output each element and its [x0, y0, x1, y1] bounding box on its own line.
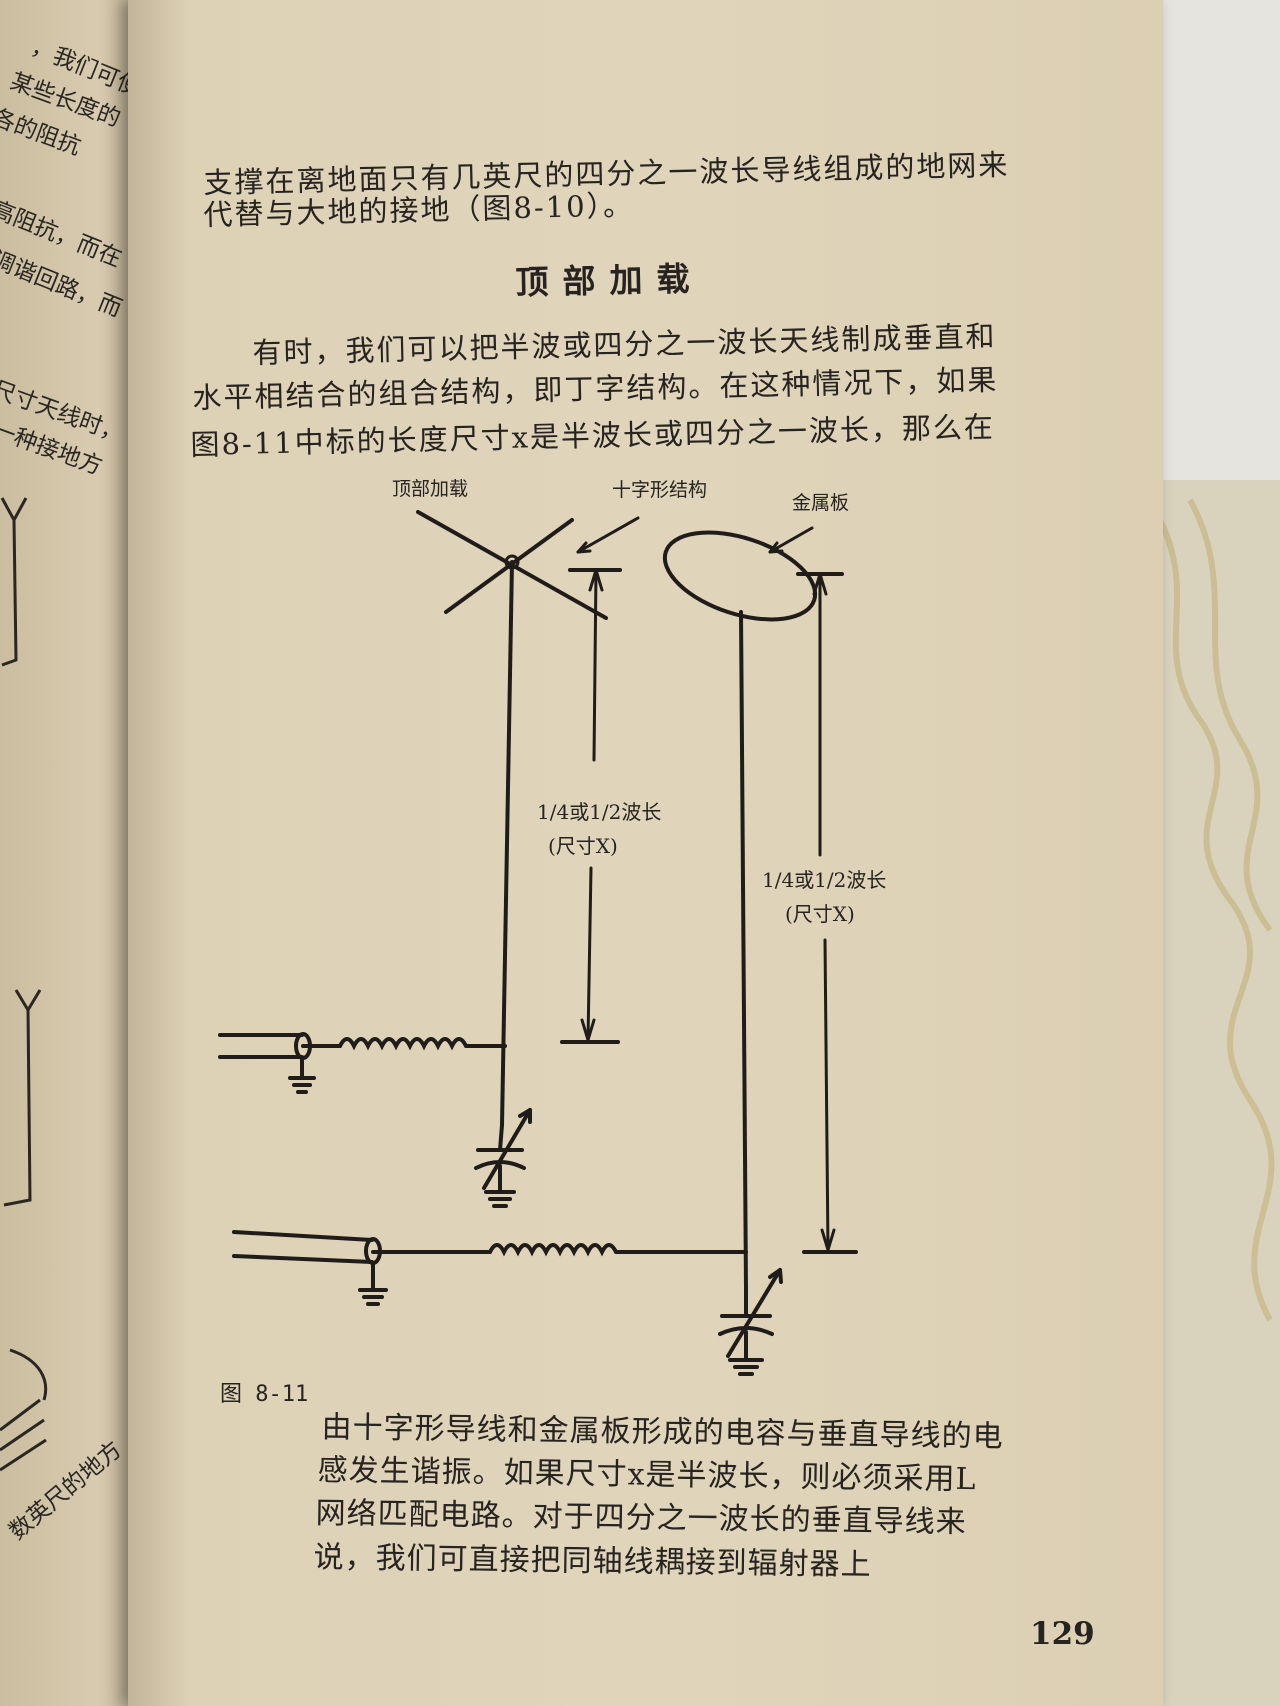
- label-cross-structure: 十字形结构: [612, 479, 708, 501]
- page-number: 129: [1030, 1616, 1095, 1652]
- inductor-coil-2: [488, 1243, 748, 1257]
- left-page-antenna-sketches: [0, 497, 48, 1472]
- coax-cable-1: [218, 1032, 342, 1060]
- dimension-label-1: 1/4或1/2波长: [537, 800, 662, 824]
- inductor-coil-1: [338, 1037, 507, 1051]
- label-top-loading: 顶部加载: [392, 478, 469, 500]
- caption-line: 说，我们可直接把同轴线耦接到辐射器上: [313, 1539, 872, 1583]
- vertical-radiator-2: [739, 610, 748, 1292]
- vertical-radiator-1: [500, 560, 514, 1127]
- label-metal-plate: 金属板: [792, 492, 850, 514]
- dimension-label-1-sub: (尺寸X): [548, 834, 618, 858]
- variable-capacitor-1: [474, 1108, 532, 1208]
- ground-symbol-2: [358, 1262, 388, 1306]
- dimension-label-2-sub: (尺寸X): [785, 902, 855, 926]
- dimension-label-2: 1/4或1/2波长: [762, 868, 887, 892]
- book-page: [128, 0, 1163, 1706]
- ground-symbol-1: [288, 1056, 316, 1094]
- left-page: [0, 0, 140, 1706]
- dimension-line-2b: [823, 938, 830, 1252]
- dimension-line-1: [592, 568, 598, 762]
- variable-capacitor-2: [718, 1268, 783, 1376]
- caption-label: 图 8-11: [220, 1382, 309, 1407]
- coax-cable-2: [232, 1230, 492, 1265]
- dimension-line-1b: [586, 866, 593, 1042]
- pointer-arrow: [576, 516, 640, 554]
- pointer-arrow: [768, 526, 814, 554]
- metal-plate: [662, 530, 818, 622]
